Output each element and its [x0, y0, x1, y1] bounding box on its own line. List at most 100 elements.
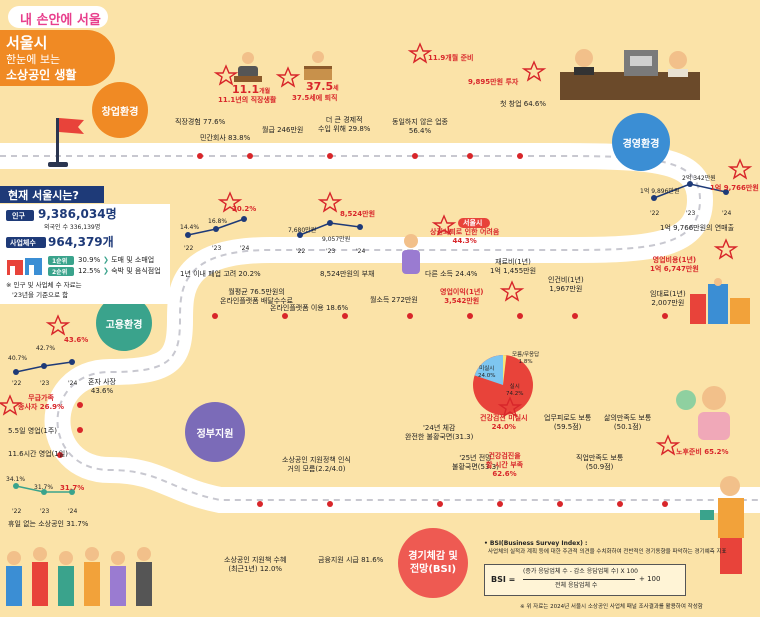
closure-label-23: '23 [212, 245, 222, 252]
work-fatigue: 업무피로도 보통(59.5점) [544, 414, 592, 431]
solo-label-23: '23 [40, 380, 50, 387]
title-line-1: 서울시 [6, 34, 48, 52]
formula-plus: + 100 [639, 575, 661, 583]
retirement-prep: 노후준비 65.2% [676, 448, 729, 456]
financial-support: 금융지원 시급 81.6% [318, 556, 384, 564]
solo-23: 42.7% [36, 345, 56, 352]
solo-label-22: '22 [12, 380, 22, 387]
formula-denominator: 전체 응답업체 수 [555, 582, 598, 589]
weekly-days: 5.5일 영업(1주) [8, 427, 58, 435]
revenue-23: 2억 342만원 [682, 175, 716, 182]
debt-24: 8,524만원 [340, 210, 376, 218]
rank1-chip: 1순위 [48, 256, 74, 265]
debt-label-24: '24 [356, 248, 366, 255]
worried-owner-icon [402, 234, 420, 274]
first-startup: 첫 창업 64.6% [500, 100, 547, 108]
title-badge: 서울시 한눈에 보는 소상공인 생활 [0, 30, 115, 86]
bsi-definition-text: 사업체의 실적과 계획 등에 대한 주관적 의견을 수치화하여 전반적인 경기동… [488, 549, 727, 555]
shops-icon [7, 258, 42, 275]
bsi-definition-title: • BSI(Business Survey Index) : [484, 540, 588, 547]
solo-24: 43.6% [64, 336, 89, 344]
revenue-trend-chart [651, 181, 729, 201]
monthly-income: 월소득 272만원 [370, 296, 418, 304]
rank1-percent: 30.9% [78, 256, 101, 264]
bsi-formula-box: BSI = (증가 응답업체 수 - 감소 응답업체 수) X 100 전체 응… [484, 564, 686, 596]
closure-label-22: '22 [184, 245, 194, 252]
formula-fraction-bar [523, 579, 635, 580]
material-cost: 재료비(1년)1억 1,455만원 [490, 258, 537, 275]
business-count: 964,379개 [48, 235, 114, 249]
rent-cost: 임대료(1년)2,007만원 [650, 290, 686, 307]
rank2-percent: 12.5% [78, 267, 101, 275]
revenue-label-22: '22 [650, 210, 660, 217]
closure-23: 16.8% [208, 218, 228, 225]
investment: 9,895만원 투자 [468, 78, 519, 86]
closure-label-24: '24 [240, 245, 250, 252]
no-holiday-caption: 휴일 없는 소상공인 31.7% [8, 520, 89, 528]
solo-trend-chart [13, 359, 75, 375]
debt-trend-chart [297, 220, 363, 238]
revenue-22: 1억 9,896만원 [640, 188, 680, 195]
crowd-illustration [6, 547, 152, 606]
office-worker-icon [234, 52, 262, 82]
revenue-label-23: '23 [686, 210, 696, 217]
revenue-24: 1억 9,766만원 [710, 184, 759, 192]
revenue-label-24: '24 [722, 210, 732, 217]
data-note-1: ※ 인구 및 사업체 수 자료는 [6, 281, 82, 289]
current-heading-bar: 현재 서울시는? [0, 186, 104, 203]
title-line-2: 한눈에 보는 [6, 53, 61, 66]
job-satisfaction: 직업만족도 보통(50.9점) [576, 454, 624, 471]
pop-label-chip: 인구 [6, 210, 34, 221]
brand-logo: 내 손안에 서울 [8, 6, 108, 28]
operating-profit: 영업이익(1년)3,542만원 [440, 288, 484, 305]
age-figure: 37.5세 [306, 80, 339, 93]
no-holiday-22: 34.1% [6, 476, 26, 483]
months-caption: 11.1년의 직장생활 [218, 96, 277, 104]
rank2-chip: 2순위 [48, 267, 74, 276]
debt-23: 9,057만원 [322, 236, 351, 243]
policy-benefit: 소상공인 지원책 수혜(최근1년) 12.0% [224, 556, 287, 573]
revenue-caption: 1억 9,766만원의 연매출 [660, 224, 735, 232]
woman-with-money-icon [700, 476, 744, 574]
no-holiday-label-23: '23 [40, 508, 50, 515]
no-holiday-23: 31.7% [34, 484, 54, 491]
barista-icon [560, 49, 700, 100]
seoul-tag: 서울시 [458, 218, 490, 228]
no-holiday-label-24: '24 [68, 508, 78, 515]
platform-use: 온라인플랫폼 이용 18.6% [270, 304, 349, 312]
solo-22: 40.7% [8, 355, 28, 362]
private-company: 민간회사 83.8% [200, 134, 251, 142]
closure-22: 14.4% [180, 224, 200, 231]
flag-icon [48, 118, 84, 167]
foreigner-count: 외국인 수 336,139명 [44, 224, 101, 231]
section-bsi: 경기체감 및 전망(BSI) [398, 528, 468, 598]
operating-expense: 영업비용(1년)1억 6,747만원 [650, 256, 699, 273]
age-caption: 37.5세에 퇴직 [292, 94, 338, 102]
formula-numerator: (증가 응답업체 수 - 감소 응답업체 수) X 100 [523, 568, 638, 575]
closure-caption: 1년 이내 폐업 고려 20.2% [180, 270, 261, 278]
life-satisfaction: 삶의만족도 보통(50.1점) [604, 414, 652, 431]
salary: 월급 246만원 [262, 126, 304, 134]
section-management: 경영환경 [612, 113, 670, 171]
title-line-3: 소상공인 생활 [6, 68, 77, 82]
labor-cost: 인건비(1년)1,967만원 [548, 276, 584, 293]
prep-months: 11.9개월 준비 [428, 54, 474, 62]
section-startup: 창업환경 [92, 82, 148, 138]
debt-label-23: '23 [326, 248, 336, 255]
data-note-2: '23년을 기준으로 함 [12, 291, 69, 299]
population-value: 9,386,034명 [38, 207, 117, 221]
no-holiday-label-22: '22 [12, 508, 22, 515]
buildings-icon [690, 278, 750, 324]
closure-trend-chart [185, 216, 247, 238]
